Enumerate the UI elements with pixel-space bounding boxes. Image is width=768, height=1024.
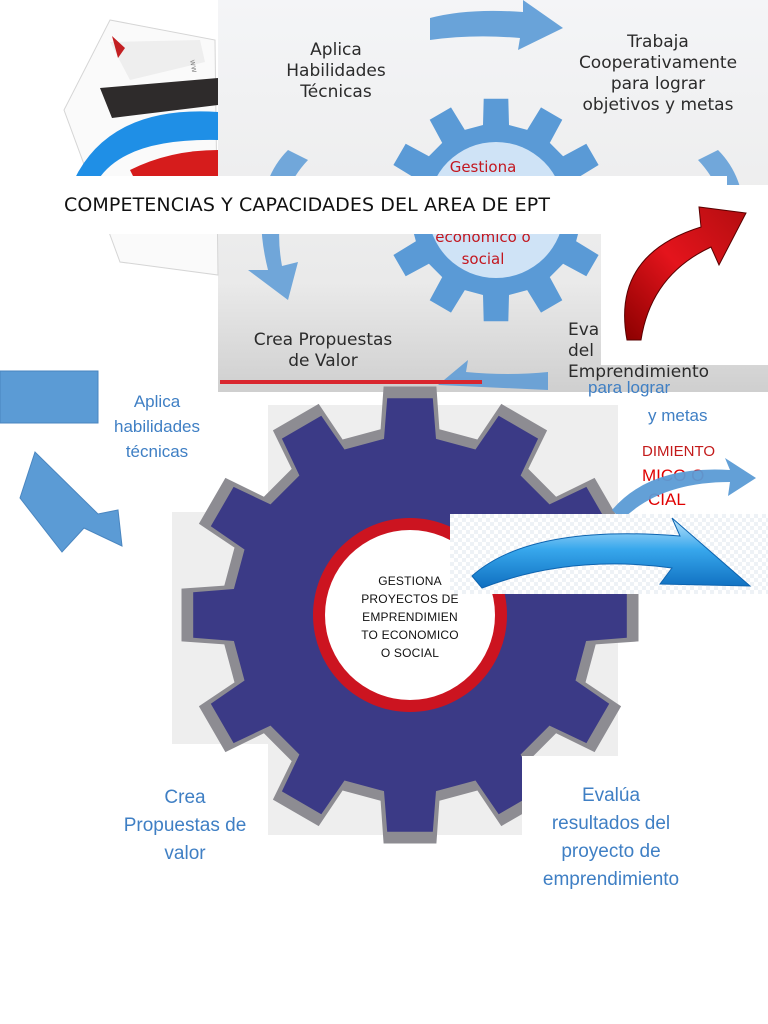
blue-arrow-left <box>19 451 123 553</box>
blue-rectangle <box>0 370 99 424</box>
peek-text-red: DIMIENTO MICO O CIAL <box>642 443 716 509</box>
photo-label-crea: Crea Propuestas de Valor <box>253 330 393 371</box>
label-aplica-habilidades: Aplica habilidades técnicas <box>113 392 200 461</box>
photo-label-trabaja: Trabaja Cooperativamente para lograr obj… <box>578 32 738 115</box>
page-title: COMPETENCIAS Y CAPACIDADES DEL AREA DE E… <box>64 194 551 216</box>
peek-text-blue: para lograr y metas <box>588 378 708 425</box>
red-curved-arrow <box>624 206 747 341</box>
svg-text:ww: ww <box>188 59 199 74</box>
label-crea-propuestas: Crea Propuestas de valor <box>123 787 247 864</box>
label-evalua-resultados: Evalúa resultados del proyecto de empren… <box>542 785 680 890</box>
lower-right-panel <box>522 756 768 896</box>
red-arrow-area <box>601 185 768 365</box>
center-label-gestiona: GESTIONA PROYECTOS DE EMPRENDIMIEN TO EC… <box>361 574 459 660</box>
photo-label-aplica: Aplica Habilidades Técnicas <box>286 40 386 102</box>
glossy-arrow-area <box>450 514 768 594</box>
glossy-blue-arrow <box>471 517 752 589</box>
photo-label-gestiona: Gestiona <box>449 158 517 176</box>
corner-target-graphic: ww <box>63 19 219 276</box>
